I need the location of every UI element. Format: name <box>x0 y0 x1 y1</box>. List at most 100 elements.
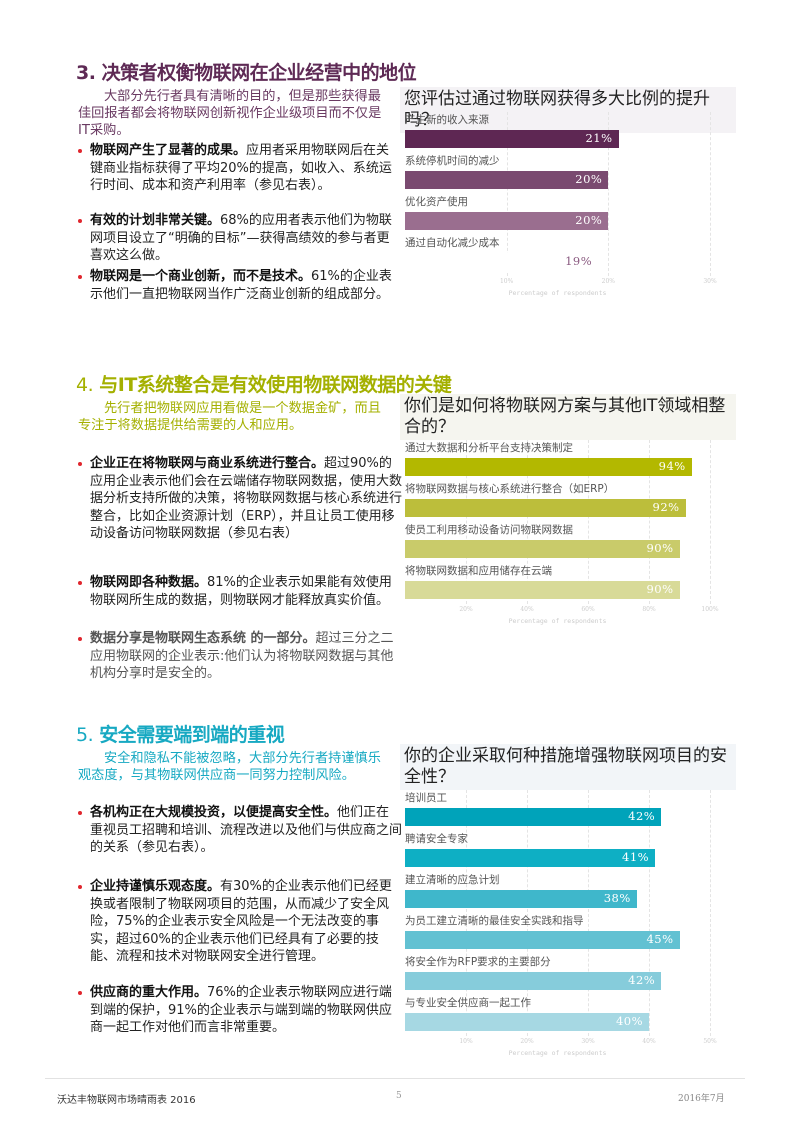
bar-category-label: 培训员工 <box>405 792 447 804</box>
intro-text: 大部分先行者具有清晰的目的，但是那些获得最佳回报者都会将物联网创新视作企业级项目… <box>78 89 382 138</box>
bullet-item: 供应商的重大作用。76%的企业表示物联网应进行端到端的保护，91%的企业表示与端… <box>78 984 402 1037</box>
x-tick-label: 10% <box>499 278 514 285</box>
section-heading: 安全需要端到端的重视 <box>99 724 285 746</box>
bar: 92% <box>405 499 686 517</box>
bar-value-label: 92% <box>652 500 680 514</box>
intro-text: 安全和隐私不能被忽略，大部分先行者持谨慎乐观态度，与其物联网供应商一同努力控制风… <box>78 751 381 783</box>
bar: 42% <box>405 808 662 826</box>
gridline <box>649 440 650 604</box>
bar-value-label: 19% <box>565 254 593 268</box>
bar-category-label: 聘请安全专家 <box>405 833 468 845</box>
bar-category-label: 通过自动化减少成本 <box>405 237 500 249</box>
bar-value-label: 42% <box>628 973 656 987</box>
x-tick-label: 20% <box>459 606 473 613</box>
section-5-title: 5. 安全需要端到端的重视 <box>76 720 285 747</box>
section-number: 5. <box>76 724 94 746</box>
bar: 90% <box>405 540 680 558</box>
footer-page-number: 5 <box>396 1091 402 1101</box>
bullet-text: 61%的企业表示他们一直把物联网当作广泛商业创新的组成部分。 <box>90 269 392 302</box>
bullet-text: 81%的企业表示如果能有效使用物联网所生成的数据，则物联网才能释放真实价值。 <box>90 575 392 608</box>
gridline <box>649 790 650 1036</box>
bar-category-label: 与专业安全供应商一起工作 <box>405 997 531 1009</box>
gridline <box>710 790 711 1036</box>
bullet-text: 68%的应用者表示他们为物联网项目设立了“明确的目标”—获得高绩效的参与者更喜欢… <box>90 213 392 263</box>
bullet-item: 数据分享是物联网生态系统 的一部分。超过三分之二应用物联网的企业表示:他们认为将… <box>78 630 402 683</box>
x-tick-label: 10% <box>459 1038 473 1045</box>
bullet-text: 超过三分之二应用物联网的企业表示:他们认为将物联网数据与其他机构分享时是安全的。 <box>90 631 394 681</box>
footer-date: 2016年7月 <box>678 1094 725 1104</box>
section-4-intro: 先行者把物联网应用看做是一个数据金矿，而且专注于将数据提供给需要的人和应用。 <box>78 400 388 434</box>
bar: 21% <box>405 130 619 148</box>
bar-value-label: 40% <box>615 1014 643 1028</box>
bullet-item: 物联网即各种数据。81%的企业表示如果能有效使用物联网所生成的数据，则物联网才能… <box>78 574 402 609</box>
bullet-lead: 供应商的重大作用。 <box>90 985 208 1000</box>
bullet-item: 物联网是一个商业创新，而不是技术。61%的企业表示他们一直把物联网当作广泛商业创… <box>78 268 402 303</box>
section-3-title: 3. 决策者权衡物联网在企业经营中的地位 <box>76 58 417 85</box>
bar: 45% <box>405 931 680 949</box>
bullet-text: 76%的企业表示物联网应进行端到端的保护，91%的企业表示与端到端的物联网供应商… <box>90 985 392 1035</box>
x-tick-label: 30% <box>703 278 717 285</box>
bar-category-label: 使员工利用移动设备访问物联网数据 <box>405 524 573 536</box>
bullet-text: 有30%的企业表示他们已经更换或者限制了物联网项目的范围，从而减少了安全风险，7… <box>90 879 392 964</box>
bar-category-label: 产生新的收入来源 <box>405 114 489 126</box>
section-heading: 决策者权衡物联网在企业经营中的地位 <box>101 62 417 84</box>
bullet-lead: 物联网即各种数据。 <box>90 575 208 590</box>
gridline <box>710 440 711 604</box>
bullet-item: 有效的计划非常关键。68%的应用者表示他们为物联网项目设立了“明确的目标”—获得… <box>78 212 402 265</box>
section-5-intro: 安全和隐私不能被忽略，大部分先行者持谨慎乐观态度，与其物联网供应商一同努力控制风… <box>78 750 388 784</box>
section-number: 3. <box>76 62 96 84</box>
bar-value-label: 90% <box>646 541 674 555</box>
bar: 40% <box>405 1013 649 1031</box>
bar-value-label: 45% <box>646 932 674 946</box>
section-3-intro: 大部分先行者具有清晰的目的，但是那些获得最佳回报者都会将物联网创新视作企业级项目… <box>78 88 388 139</box>
gridline <box>527 790 528 1036</box>
bullet-lead: 物联网产生了显著的成果。 <box>90 143 247 158</box>
bullet-item: 物联网产生了显著的成果。应用者采用物联网后在关键商业指标获得了平均20%的提高，… <box>78 142 402 195</box>
bullet-lead: 物联网是一个商业创新，而不是技术。 <box>90 269 312 284</box>
bullet-lead: 数据分享是物联网生态系统 的一部分。 <box>90 631 316 646</box>
bar-category-label: 系统停机时间的减少 <box>405 155 500 167</box>
x-tick-label: 60% <box>581 606 595 613</box>
bar-value-label: 90% <box>646 582 674 596</box>
footer-report-title: 沃达丰物联网市场晴雨表 2016 <box>57 1095 196 1106</box>
bar-value-label: 42% <box>628 809 656 823</box>
bullet-lead: 有效的计划非常关键。 <box>90 213 221 228</box>
bar: 42% <box>405 972 662 990</box>
bar: 41% <box>405 849 656 867</box>
x-tick-label: 20% <box>520 1038 534 1045</box>
bullet-text: 超过90%的应用企业表示他们会在云端储存物联网数据，使用大数据分析支持所做的决策… <box>90 456 403 541</box>
bullet-item: 企业持谨慎乐观态度。有30%的企业表示他们已经更换或者限制了物联网项目的范围，从… <box>78 878 402 966</box>
bar: 90% <box>405 581 680 599</box>
x-tick-label: 50% <box>703 1038 717 1045</box>
section-heading: 与IT系统整合是有效使用物联网数据的关键 <box>99 374 452 396</box>
bar-category-label: 建立清晰的应急计划 <box>405 874 500 886</box>
x-axis-title: Percentage of respondents <box>508 1049 607 1057</box>
bar-value-label: 20% <box>575 213 603 227</box>
chart-2-title: 你们是如何将物联网方案与其他IT领域相整合的？ <box>400 394 736 440</box>
chart-1-title: 您评估过通过物联网获得多大比例的提升吗？ <box>400 87 736 133</box>
bullet-lead: 企业正在将物联网与商业系统进行整合。 <box>90 456 325 471</box>
intro-text: 先行者把物联网应用看做是一个数据金矿，而且专注于将数据提供给需要的人和应用。 <box>78 401 381 433</box>
bar-category-label: 将物联网数据和应用储存在云端 <box>405 565 552 577</box>
bar-category-label: 为员工建立清晰的最佳安全实践和指导 <box>405 915 584 927</box>
bar: 38% <box>405 890 637 908</box>
gridline <box>588 440 589 604</box>
bar-category-label: 将安全作为RFP要求的主要部分 <box>405 956 551 968</box>
x-axis-title: Percentage of respondents <box>508 617 607 625</box>
bar-category-label: 将物联网数据与核心系统进行整合（如ERP） <box>405 483 615 495</box>
x-tick-label: 40% <box>642 1038 656 1045</box>
gridline <box>608 112 610 276</box>
bar: 20% <box>405 171 609 189</box>
gridline <box>506 112 508 276</box>
gridline <box>527 440 528 604</box>
section-number: 4. <box>76 374 94 396</box>
x-axis-title: Percentage of respondents <box>508 289 607 297</box>
bullet-item: 各机构正在大规模投资，以便提高安全性。他们正在重视员工招聘和培训、流程改进以及他… <box>78 804 402 857</box>
x-tick-label: 20% <box>601 278 615 285</box>
bar-value-label: 41% <box>622 850 650 864</box>
bar-value-label: 20% <box>575 172 603 186</box>
bullet-text: 应用者采用物联网后在关键商业指标获得了平均20%的提高，如收入、系统运行时间、成… <box>90 143 392 193</box>
